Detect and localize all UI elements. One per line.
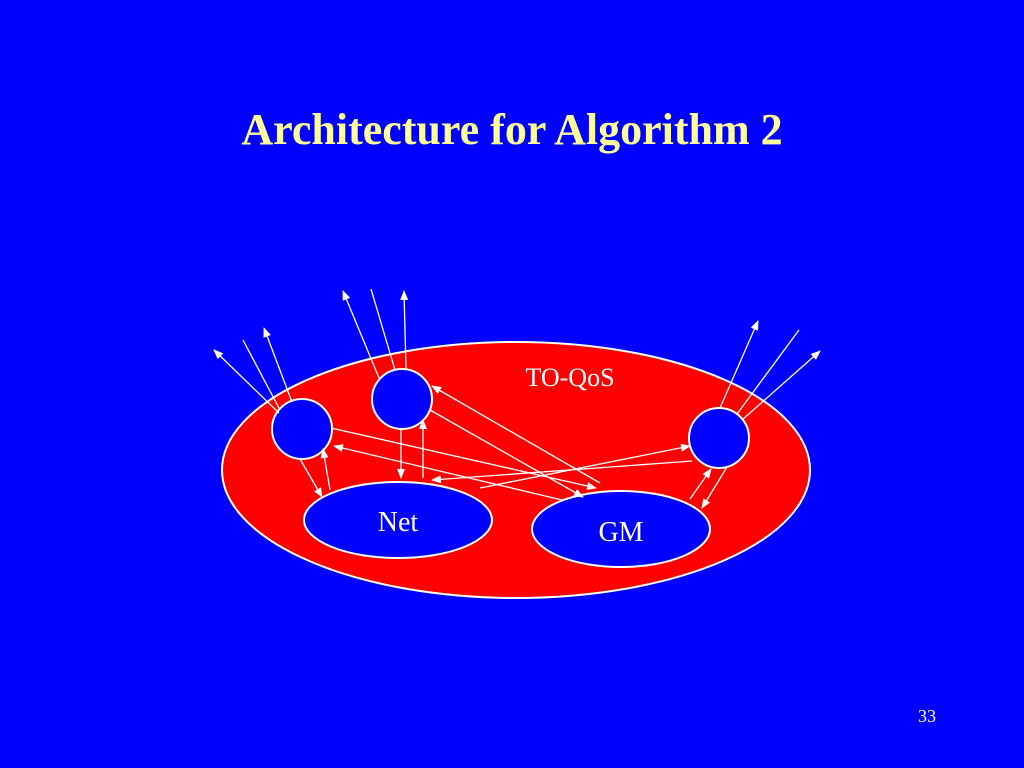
arrow-left-node-to-gm	[330, 427, 597, 490]
ext-in-line-center-2	[370, 288, 396, 371]
to-qos-label: TO-QoS	[525, 363, 614, 392]
arrow-net-to-right-node	[479, 443, 691, 489]
gm-module-ellipse	[531, 490, 711, 568]
arrow-net-to-left-node	[320, 448, 331, 491]
arrow-gm-to-right-node	[689, 468, 712, 500]
ext-out-arrow-left-3	[263, 327, 293, 403]
ext-out-arrow-center-3	[400, 290, 409, 371]
arrow-gm-to-left-node	[333, 444, 563, 501]
process-node-left	[271, 398, 333, 460]
net-module-ellipse	[303, 481, 493, 559]
slide-title: Architecture for Algorithm 2	[241, 105, 783, 154]
net-module-label: Net	[378, 507, 419, 538]
ext-in-line-right-2	[736, 329, 800, 415]
ext-out-arrow-left-1	[213, 349, 280, 414]
ext-out-arrow-center-1	[342, 290, 380, 379]
ext-out-arrow-right-3	[741, 350, 821, 421]
process-node-right	[688, 407, 750, 469]
arrow-right-node-to-net	[431, 460, 693, 484]
page-number: 33	[918, 706, 936, 726]
ext-out-arrow-right-1	[719, 320, 759, 409]
process-node-center	[371, 368, 433, 430]
gm-module-label: GM	[598, 517, 643, 548]
arrow-gm-to-center-node	[431, 385, 601, 484]
arrow-left-node-to-net	[299, 458, 323, 498]
ext-in-line-left-2	[242, 339, 281, 411]
arrow-right-node-to-gm	[701, 466, 728, 509]
arrow-center-node-to-gm	[429, 409, 584, 498]
